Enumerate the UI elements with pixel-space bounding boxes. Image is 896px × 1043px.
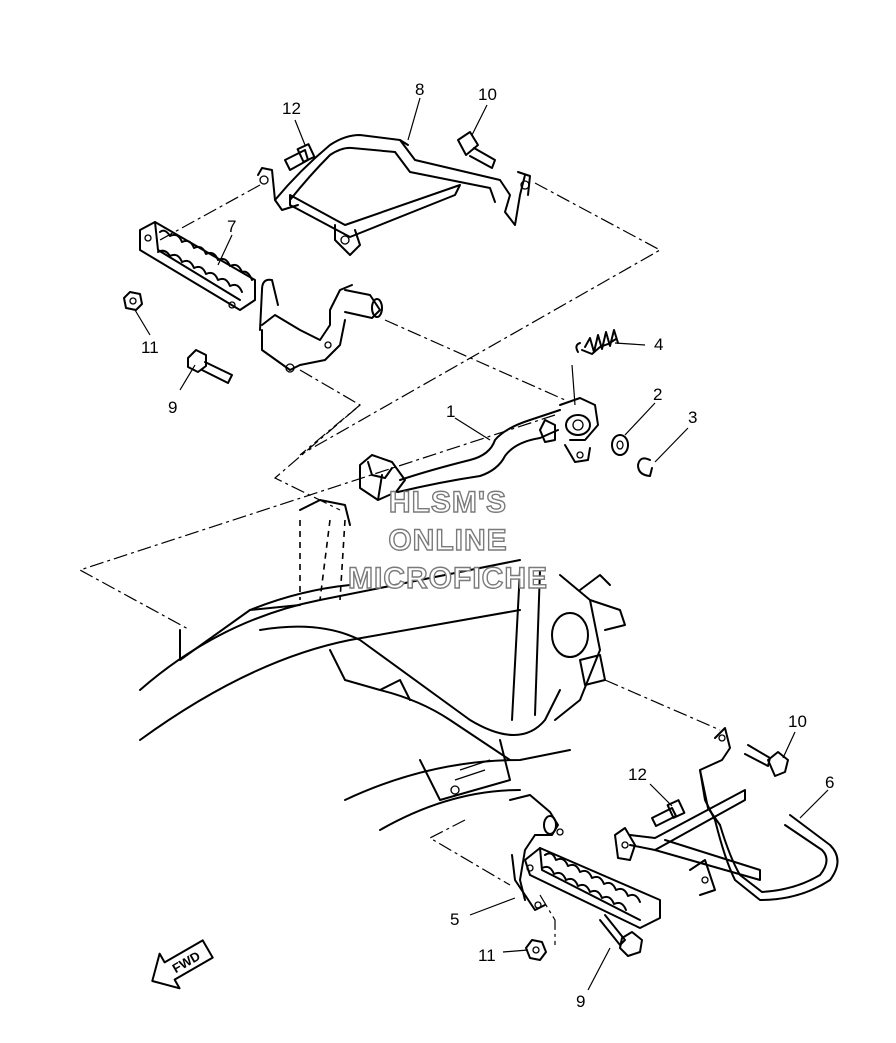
callout-1: 1	[446, 402, 455, 421]
footpeg-right	[509, 794, 661, 929]
assembly-lines	[78, 182, 721, 945]
callout-2: 2	[653, 385, 662, 404]
fwd-label: FWD	[170, 948, 203, 976]
bolt-lower-9	[599, 914, 643, 957]
nut-lower-11	[525, 939, 547, 961]
bolt-upper-12	[284, 143, 316, 171]
watermark-line-3: MICROFICHE	[348, 562, 548, 595]
callout-4: 4	[654, 335, 663, 354]
bracket-left	[257, 134, 531, 256]
footpeg-left	[139, 221, 383, 373]
callout-10-upper: 10	[478, 85, 497, 104]
callout-12-lower: 12	[628, 765, 647, 784]
callout-10-lower: 10	[788, 712, 807, 731]
callout-3: 3	[688, 408, 697, 427]
leader-lines	[134, 97, 829, 991]
watermark-line-2: ONLINE	[388, 524, 507, 557]
nut-upper-11	[123, 291, 143, 311]
clip	[637, 457, 653, 477]
callout-5: 5	[450, 910, 459, 929]
brake-pedal	[359, 397, 599, 501]
bolt-upper-9	[187, 349, 233, 384]
bolt-upper-10	[457, 131, 496, 169]
bracket-right	[614, 727, 839, 901]
watermark: HLSM'S ONLINE MICROFICHE	[347, 485, 548, 595]
callouts: 12 8 10 7 11 9 4 1 2 3 10 6 12 5 11 9	[141, 80, 834, 1011]
callout-6: 6	[825, 773, 834, 792]
callout-7: 7	[227, 217, 236, 236]
callout-11-upper: 11	[141, 338, 159, 357]
spring	[571, 329, 619, 406]
callout-12-upper: 12	[282, 99, 301, 118]
callout-9-upper: 9	[168, 398, 177, 417]
bolt-lower-10	[744, 744, 789, 777]
callout-8: 8	[415, 80, 424, 99]
washer	[611, 434, 629, 456]
callout-9-lower: 9	[576, 992, 585, 1011]
bolt-lower-12	[651, 799, 686, 827]
frame	[139, 499, 626, 831]
fwd-arrow-icon: FWD	[151, 939, 214, 990]
callout-11-lower: 11	[478, 946, 496, 965]
watermark-line-1: HLSM'S	[389, 486, 507, 519]
